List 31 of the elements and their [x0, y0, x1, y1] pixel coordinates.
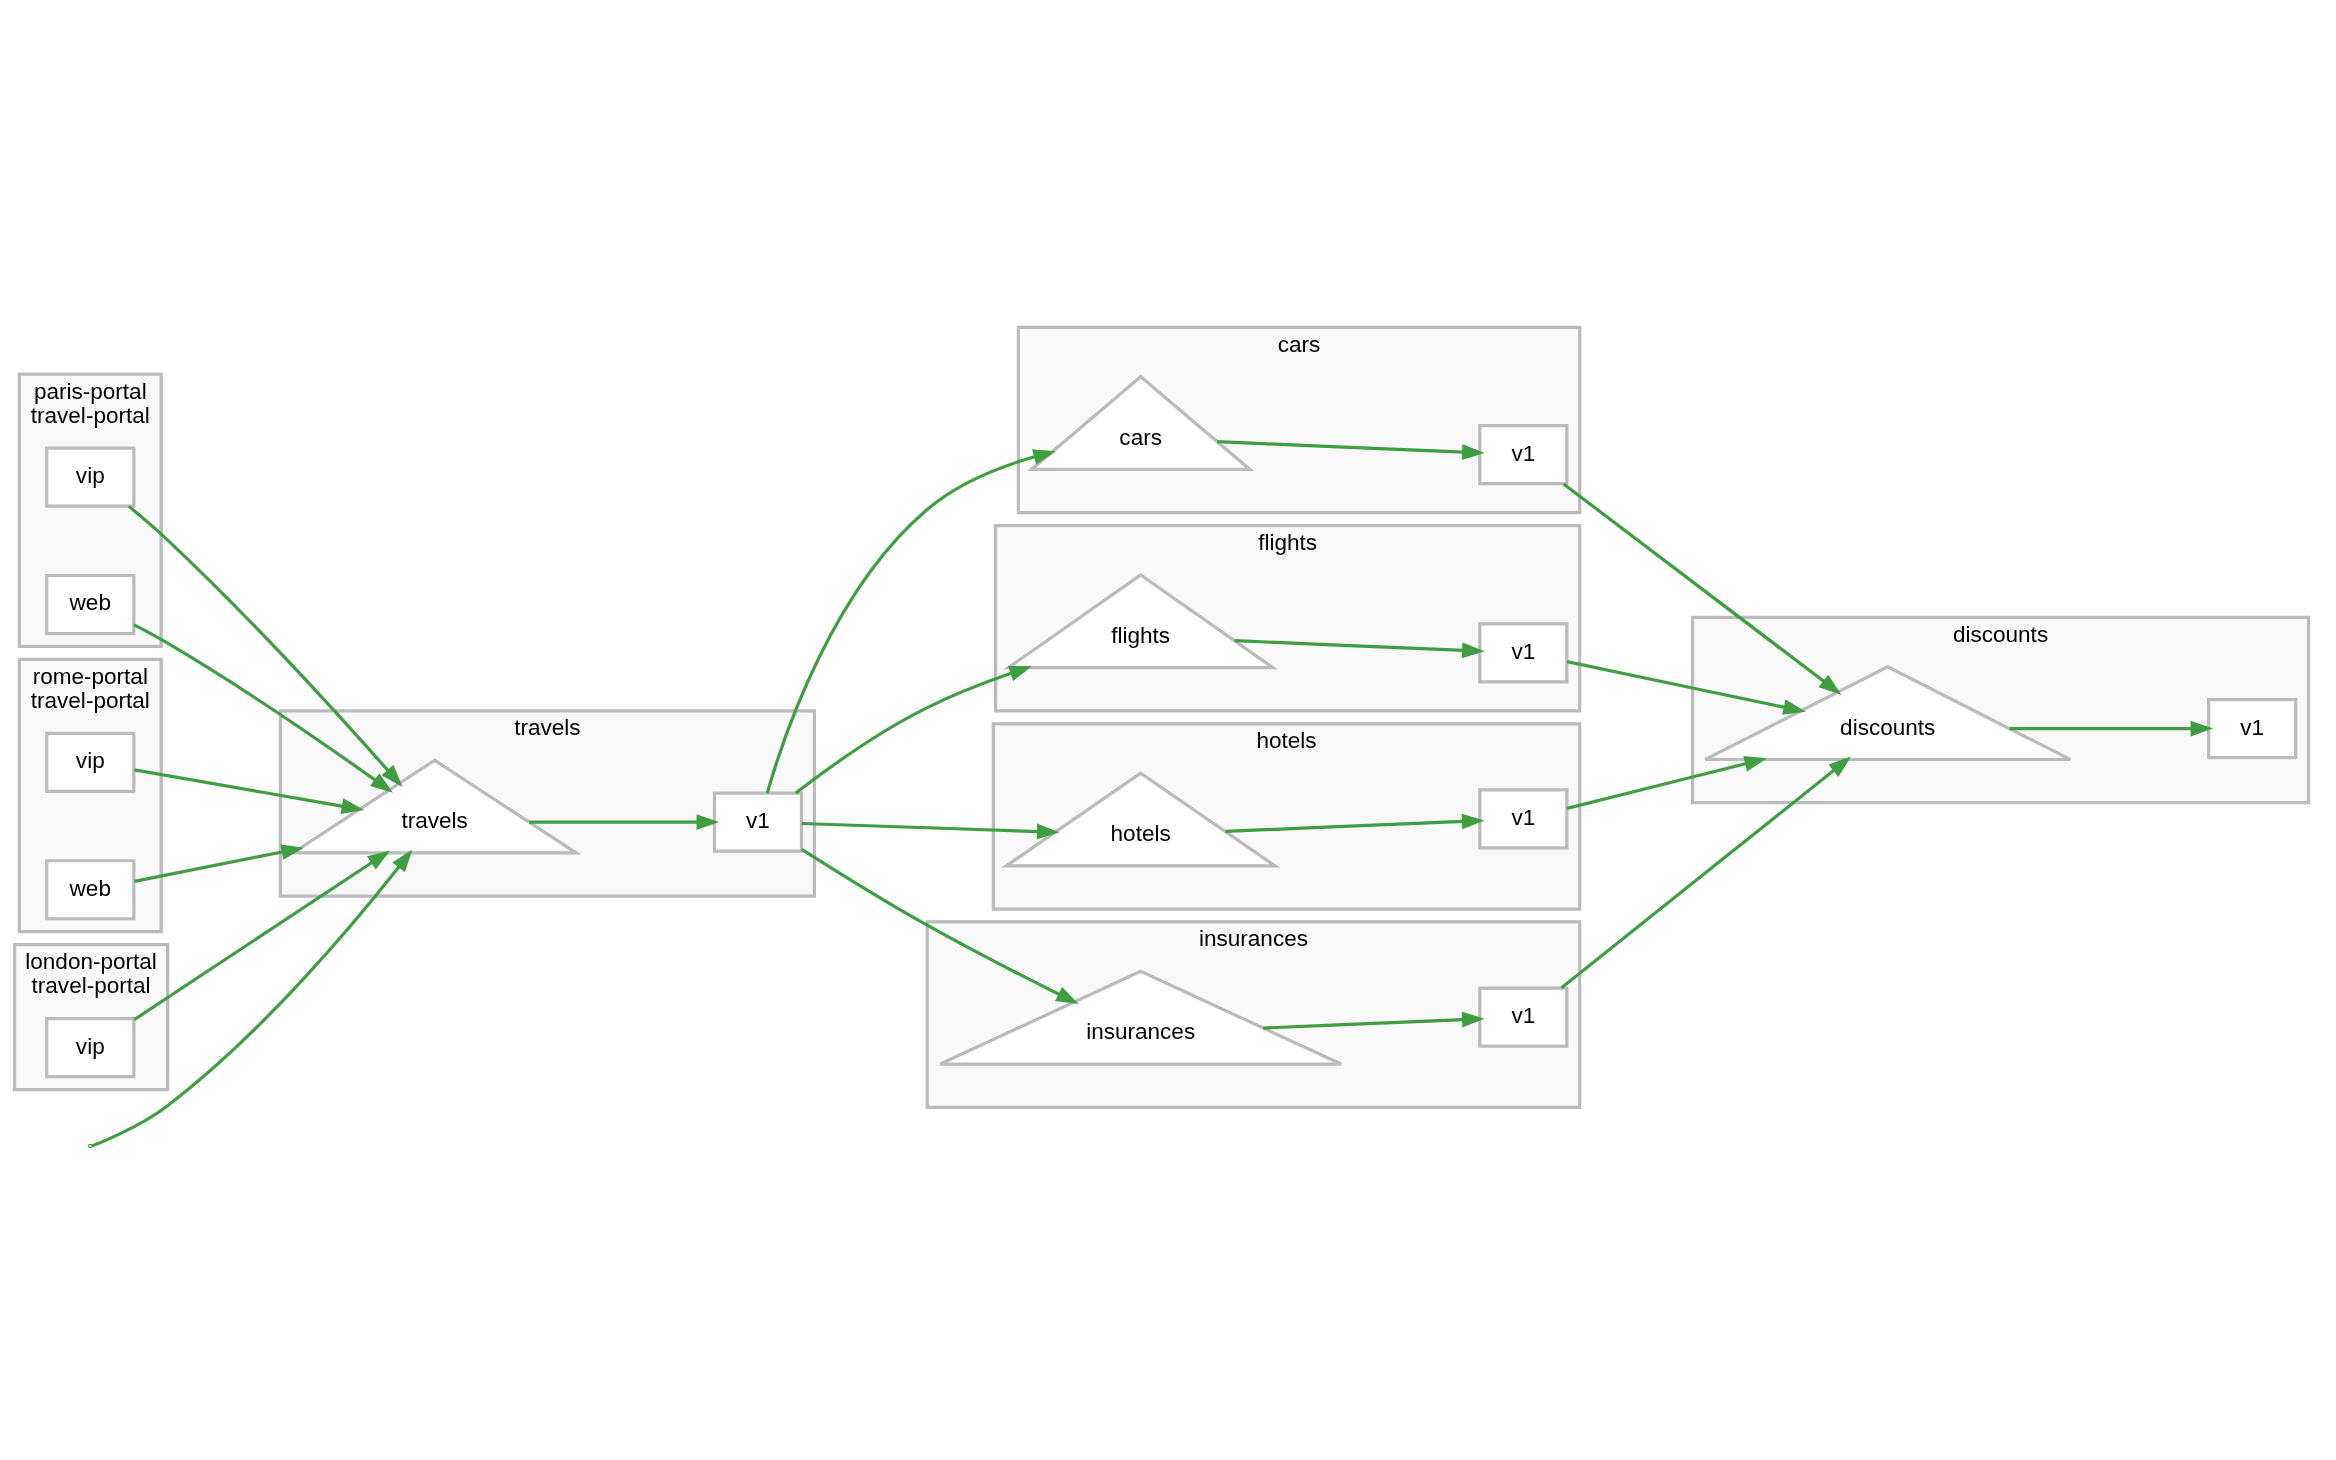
- node-box: v1: [2207, 697, 2298, 759]
- arrow: [765, 448, 1056, 793]
- arrow: [1566, 659, 1806, 715]
- node-box: vip: [45, 731, 136, 793]
- arrow: [1263, 1011, 1485, 1030]
- arrow: [1562, 482, 1842, 695]
- arrow: [801, 821, 1060, 839]
- arrow: [127, 504, 403, 787]
- arrow: [133, 849, 391, 1021]
- node-box: v1: [1478, 423, 1569, 485]
- node-box: vip: [45, 446, 136, 508]
- node-box: v1: [712, 790, 804, 853]
- arrow: [529, 813, 720, 830]
- arrow: [1566, 755, 1768, 810]
- node-box: v1: [1478, 985, 1569, 1048]
- arrow: [794, 665, 1032, 794]
- arrow: [1225, 813, 1485, 833]
- arrow: [1234, 638, 1485, 658]
- node-box: v1: [1478, 621, 1569, 683]
- node-box: web: [45, 573, 136, 635]
- node-box: web: [45, 858, 136, 920]
- arrow: [1217, 439, 1485, 460]
- arrow: [91, 849, 413, 1147]
- node-box: v1: [1478, 787, 1569, 849]
- node-box: vip: [45, 1016, 136, 1078]
- arrow: [134, 767, 365, 814]
- arrow: [1560, 756, 1852, 989]
- arrow: [2009, 720, 2214, 736]
- arrow: [134, 843, 304, 883]
- arrow: [133, 622, 393, 793]
- arrow: [800, 847, 1079, 1004]
